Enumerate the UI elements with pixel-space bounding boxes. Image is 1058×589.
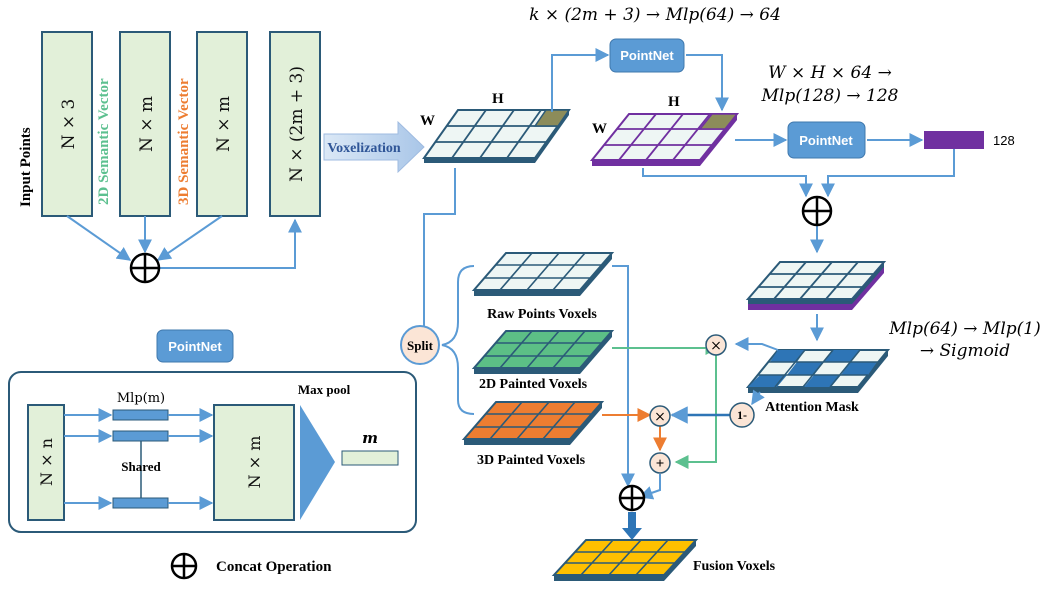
pointnet-out-vector [341, 450, 399, 466]
pointnet-detail: PointNet N × n Mlp(m) Shared N × m Max p… [8, 329, 417, 533]
semantic-3d-label: 3D Semantic Vector [176, 78, 192, 205]
svg-text:×: × [654, 409, 666, 425]
concat-icon [618, 484, 646, 512]
concat-icon [801, 195, 833, 227]
svg-text:+: + [656, 456, 665, 472]
pointnet-detail-title: PointNet [168, 339, 222, 354]
input-box-2d-label: N × m [137, 96, 157, 152]
one-minus-icon: 1- [729, 402, 755, 428]
voxel-grid-concat [745, 261, 887, 310]
maxpool-shape [300, 405, 335, 520]
add-icon: + [649, 452, 671, 474]
formula-mid-1: W × H × 64 → [768, 63, 892, 83]
attention-mask-label: Attention Mask [765, 400, 859, 415]
formula-mid-2: Mlp(128) → 128 [761, 86, 899, 106]
voxelization-label: Voxelization [327, 141, 401, 156]
concat-icon [129, 252, 161, 284]
voxel-grid-raw [471, 252, 615, 296]
input-box-concat-label: N × (2m + 3) [287, 66, 307, 182]
feature-vector-128 [924, 131, 984, 149]
multiply-icon: × [649, 405, 671, 427]
voxel-grid-fusion [551, 539, 699, 581]
voxel-grid-features: W H [589, 94, 740, 166]
legend-text: Concat Operation [216, 559, 332, 575]
raw-voxels-label: Raw Points Voxels [487, 307, 597, 322]
concat-icon [170, 552, 198, 580]
down-arrow [622, 512, 642, 540]
svg-text:×: × [710, 338, 722, 354]
pointnet-top-label: PointNet [620, 48, 674, 63]
input-box-n3-label: N × 3 [59, 99, 79, 150]
painted-3d-label: 3D Painted Voxels [477, 453, 586, 468]
input-points-label: Input Points [18, 127, 34, 207]
legend: Concat Operation [170, 552, 332, 580]
pointnet-input-label: N × n [37, 438, 56, 486]
svg-text:1-: 1- [737, 408, 747, 422]
voxel-grid-3d-painted [461, 401, 605, 445]
semantic-2d-label: 2D Semantic Vector [96, 78, 112, 205]
input-column: Input Points 2D Semantic Vector 3D Seman… [18, 31, 321, 284]
grid2-w-label: W [592, 121, 607, 137]
voxel-grid-2d-painted [471, 330, 615, 374]
out-dim-label: 128 [993, 133, 1015, 148]
multiply-icon: × [705, 334, 727, 356]
painted-2d-label: 2D Painted Voxels [479, 377, 588, 392]
fusion-voxels-label: Fusion Voxels [693, 559, 776, 574]
mlp-label: Mlp(m) [117, 391, 165, 406]
input-box-3d-label: N × m [214, 96, 234, 152]
grid1-w-label: W [420, 113, 435, 129]
pointnet-top: PointNet [609, 38, 685, 73]
split-node: Split [400, 325, 440, 365]
voxel-grid-input: W H [420, 91, 571, 163]
split-brace [441, 265, 475, 415]
input-box-concat [269, 31, 321, 217]
formula-attn-1: Mlp(64) → Mlp(1) [888, 319, 1040, 339]
attention-mask-grid [745, 349, 891, 393]
pointnet-mid: PointNet [787, 121, 866, 159]
grid2-h-label: H [668, 94, 680, 110]
pointnet-out-label: m [362, 429, 378, 447]
formula-top: k × (2m + 3) → Mlp(64) → 64 [529, 5, 781, 25]
formula-attn-2: → Sigmoid [920, 341, 1010, 361]
pointnet-mid-label: PointNet [799, 133, 853, 148]
shared-label: Shared [121, 459, 161, 474]
maxpool-label: Max pool [298, 382, 351, 397]
input-box-n3 [41, 31, 93, 217]
voxelization-arrow: Voxelization [323, 120, 425, 174]
grid1-h-label: H [492, 91, 504, 107]
split-label: Split [407, 338, 434, 353]
input-box-2d [119, 31, 171, 217]
pointnet-mid-box-label: N × m [245, 436, 264, 489]
